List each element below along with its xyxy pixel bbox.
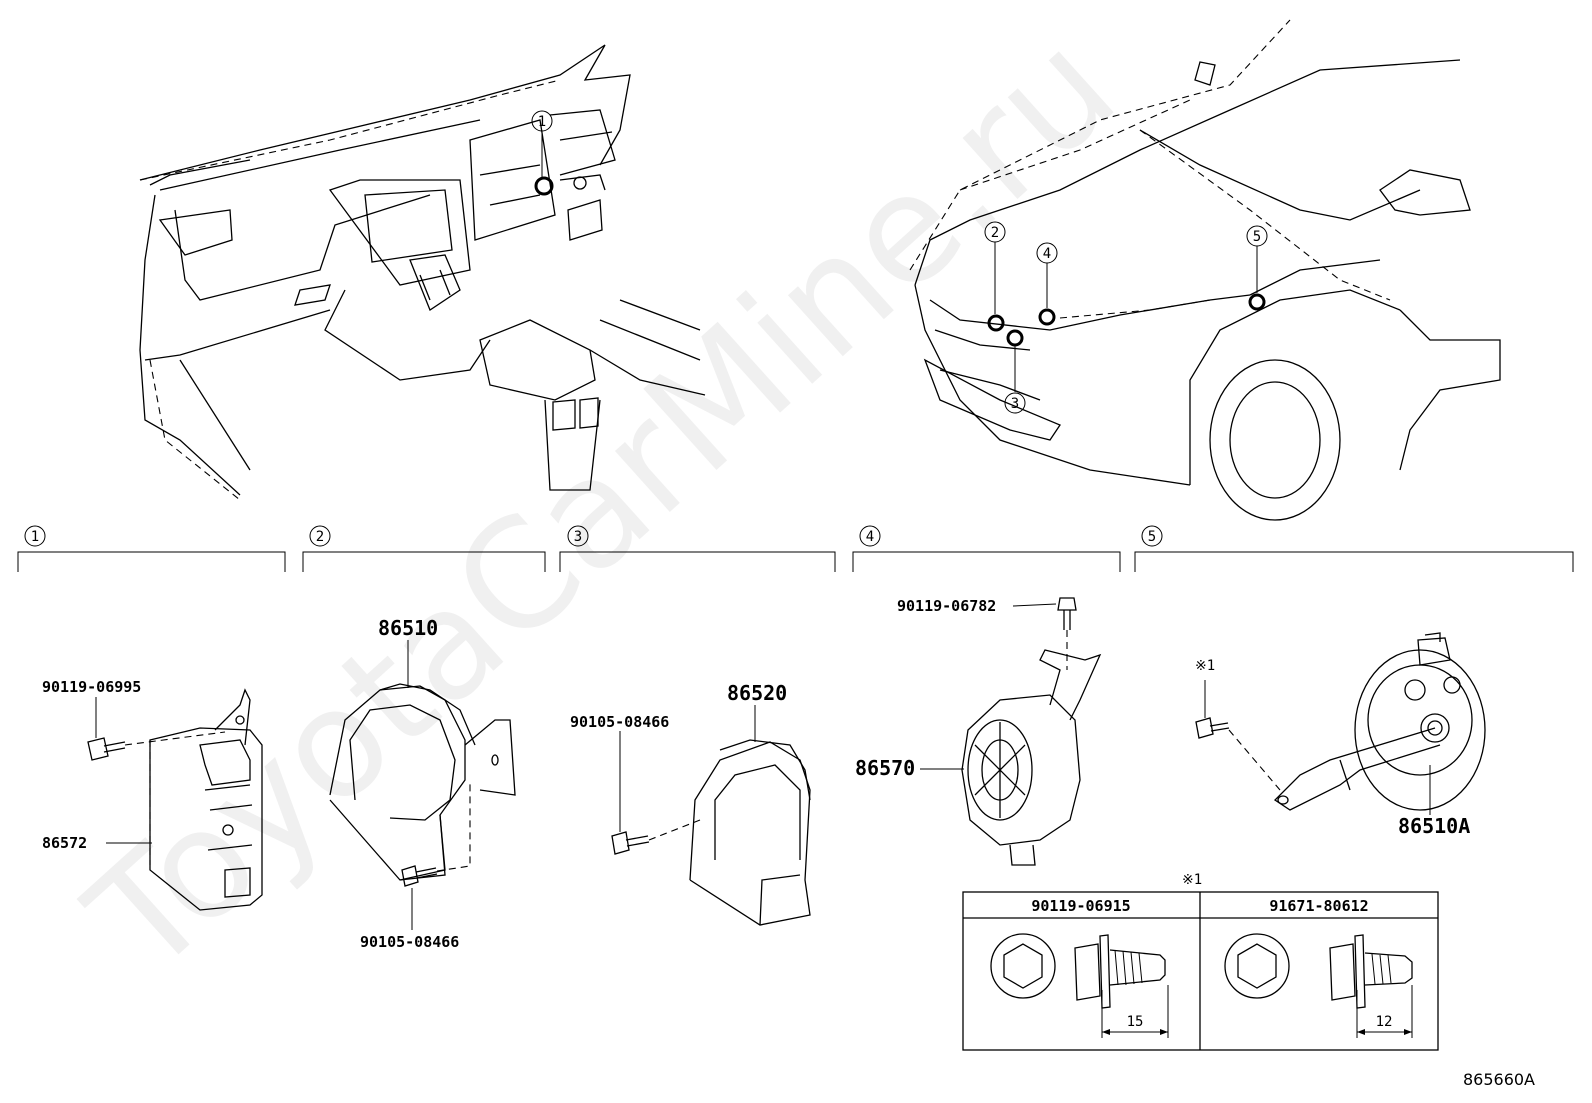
svg-text:2: 2 bbox=[991, 225, 999, 241]
bolt-90119-06782 bbox=[1057, 597, 1077, 630]
callout-3-car: 3 bbox=[1004, 329, 1026, 414]
label-90119-06995: 90119-06995 bbox=[42, 678, 141, 696]
fastener-90119-06915: 15 bbox=[990, 933, 1169, 1038]
svg-text:1: 1 bbox=[538, 114, 546, 130]
svg-text:5: 5 bbox=[1253, 229, 1261, 245]
bolt-90119-06995 bbox=[87, 697, 226, 761]
svg-text:1: 1 bbox=[31, 529, 39, 545]
svg-text:2: 2 bbox=[316, 529, 324, 545]
car-front-illustration bbox=[909, 19, 1501, 521]
svg-text:3: 3 bbox=[1011, 396, 1019, 412]
label-86520: 86520 bbox=[727, 681, 787, 705]
svg-text:5: 5 bbox=[1148, 529, 1156, 545]
bolt-90105-08466-upper bbox=[611, 731, 701, 855]
watermark: ToyotaCarMine.ru bbox=[57, 1, 1148, 1008]
part-86520-horn bbox=[689, 739, 811, 926]
svg-text:3: 3 bbox=[574, 529, 582, 545]
label-86510A: 86510A bbox=[1398, 814, 1470, 838]
callout-5-car: 5 bbox=[1246, 225, 1268, 311]
bolt-90105-08466-lower bbox=[401, 780, 471, 930]
table-title: ※1 bbox=[1182, 872, 1202, 888]
length-15: 15 bbox=[1127, 1014, 1144, 1030]
section-bracket-1: 1 bbox=[17, 525, 286, 572]
location-dot bbox=[534, 176, 554, 196]
part-86572-horn-relay bbox=[149, 688, 263, 911]
section-bracket-3: 3 bbox=[559, 525, 836, 572]
label-note-ref: ※1 bbox=[1195, 658, 1215, 674]
dashboard-illustration bbox=[139, 44, 706, 501]
svg-text:4: 4 bbox=[1043, 246, 1051, 262]
part-86570-security-horn bbox=[961, 630, 1102, 866]
section-bracket-2: 2 bbox=[302, 525, 546, 572]
label-90105-08466-lower: 90105-08466 bbox=[360, 933, 459, 951]
label-86570: 86570 bbox=[855, 756, 915, 780]
label-90105-08466-upper: 90105-08466 bbox=[570, 713, 669, 731]
section-bracket-4: 4 bbox=[852, 525, 1121, 572]
fastener-91671-80612: 12 bbox=[1224, 933, 1413, 1038]
callout-1-dashboard: 1 bbox=[531, 110, 554, 196]
label-86510: 86510 bbox=[378, 616, 438, 640]
fastener-table: ※1 90119-06915 91671-80612 15 bbox=[962, 872, 1439, 1051]
part-86510-horn bbox=[329, 683, 516, 881]
table-col-2-part: 91671-80612 bbox=[1269, 897, 1368, 915]
svg-text:4: 4 bbox=[866, 529, 874, 545]
callout-2-car: 2 bbox=[984, 221, 1006, 332]
part-86510A-horn bbox=[1273, 632, 1486, 811]
label-86572: 86572 bbox=[42, 834, 87, 852]
section-bracket-5: 5 bbox=[1134, 525, 1574, 572]
length-12: 12 bbox=[1376, 1014, 1393, 1030]
bolt-note-1 bbox=[1195, 680, 1281, 791]
diagram-reference-id: 865660A bbox=[1463, 1070, 1535, 1089]
callout-4-car: 4 bbox=[1036, 242, 1058, 326]
label-90119-06782: 90119-06782 bbox=[897, 597, 996, 615]
table-col-1-part: 90119-06915 bbox=[1031, 897, 1130, 915]
